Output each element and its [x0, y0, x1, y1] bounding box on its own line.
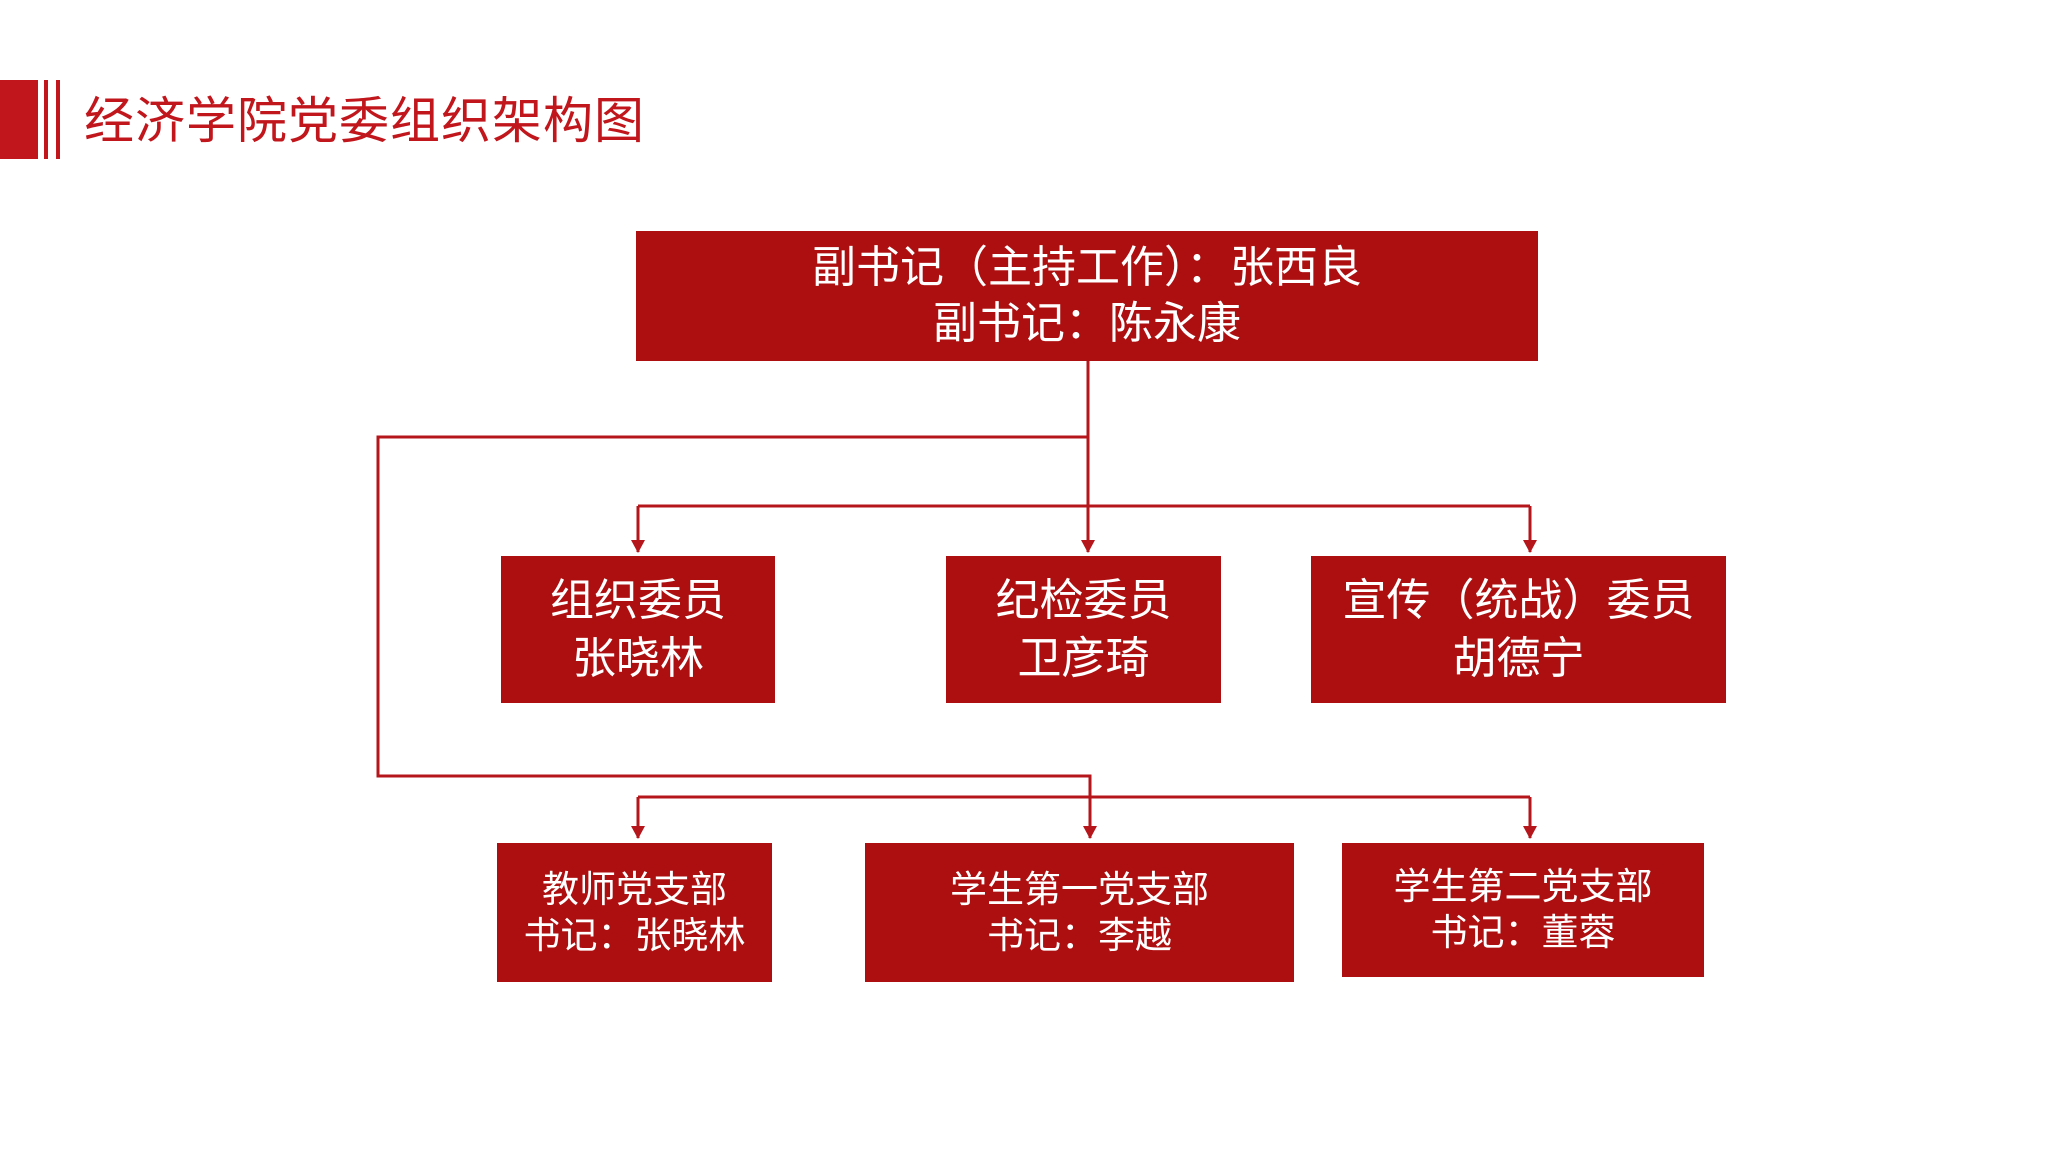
branch-secretary: 书记：李越 — [987, 913, 1172, 957]
title-accent-block — [0, 80, 38, 159]
branch-secretary: 书记：张晓林 — [523, 913, 746, 957]
branch-name: 教师党支部 — [542, 867, 727, 911]
committee-box-discipline: 纪检委员 卫彦琦 — [946, 556, 1221, 703]
committee-role: 纪检委员 — [995, 574, 1172, 626]
branch-secretary: 书记：董蓉 — [1430, 911, 1616, 954]
committee-role: 宣传（统战）委员 — [1342, 574, 1695, 626]
committee-box-organization: 组织委员 张晓林 — [501, 556, 775, 703]
committee-role: 组织委员 — [550, 574, 726, 626]
branch-name: 学生第一党支部 — [950, 867, 1209, 911]
deputy-secretary-box: 副书记（主持工作）：张西良 副书记：陈永康 — [636, 231, 1538, 361]
page-title: 经济学院党委组织架构图 — [84, 92, 645, 150]
deputy-secretary-line-2: 副书记：陈永康 — [933, 298, 1241, 349]
title-accent-stripe — [56, 80, 60, 159]
committee-member: 胡德宁 — [1452, 632, 1585, 684]
branch-box-students-first: 学生第一党支部 书记：李越 — [865, 843, 1294, 982]
branch-name: 学生第二党支部 — [1393, 865, 1653, 908]
committee-member: 卫彦琦 — [1017, 632, 1150, 684]
deputy-secretary-line-1: 副书记（主持工作）：张西良 — [812, 242, 1362, 293]
branch-box-students-second: 学生第二党支部 书记：董蓉 — [1342, 843, 1704, 977]
title-accent-stripe — [44, 80, 48, 159]
committee-box-propaganda: 宣传（统战）委员 胡德宁 — [1311, 556, 1726, 703]
branch-box-teachers: 教师党支部 书记：张晓林 — [497, 843, 772, 982]
committee-member: 张晓林 — [572, 632, 704, 684]
